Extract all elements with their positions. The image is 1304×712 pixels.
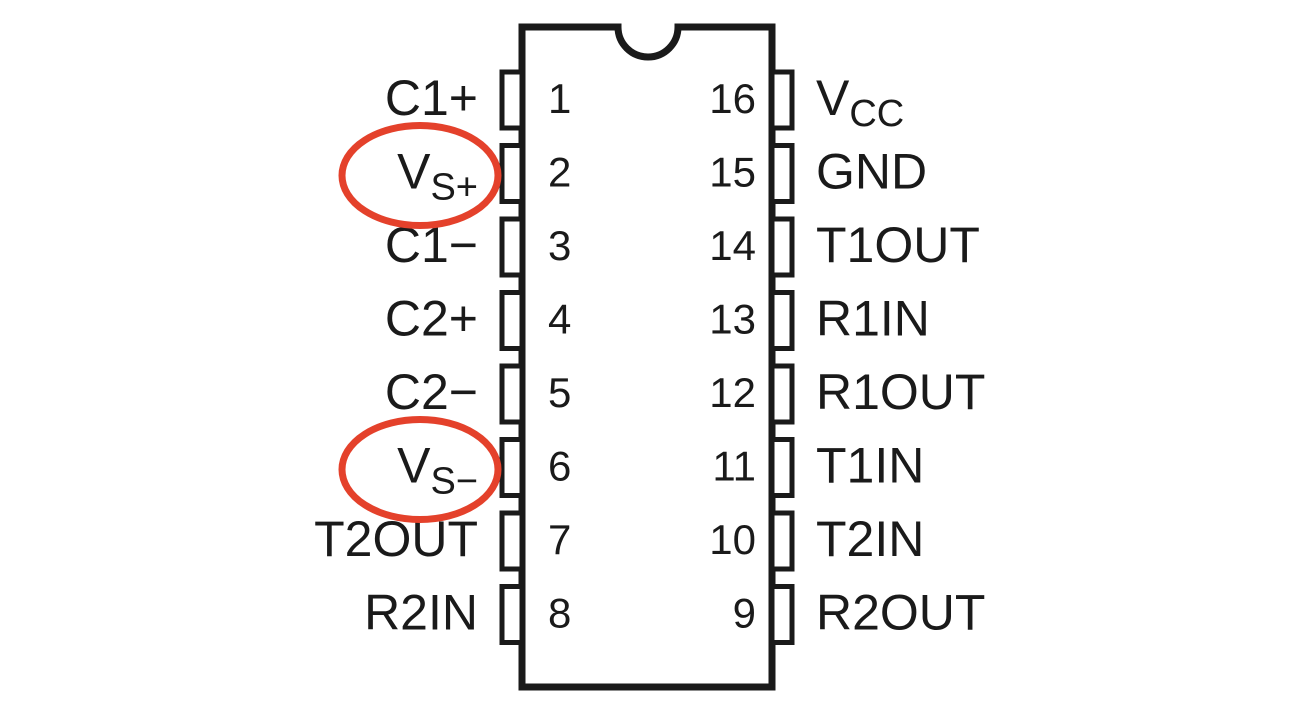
pin-13: 13 R1IN <box>709 290 930 351</box>
right-pin-label-r1out: R1OUT <box>816 364 985 420</box>
pin-label-main: R2IN <box>364 585 478 641</box>
pin-6: 6 VS− <box>397 437 571 503</box>
pin-number: 7 <box>548 516 571 563</box>
pin-label-main: C2− <box>385 364 478 420</box>
pin-number: 5 <box>548 369 571 416</box>
pin-11: 11 T1IN <box>712 437 924 498</box>
pin-number: 1 <box>548 75 571 122</box>
pin-label-main: R1IN <box>816 291 930 347</box>
highlight-ring-pin-6 <box>338 416 502 523</box>
pin-number: 12 <box>709 369 756 416</box>
pin-16: 16 VCC <box>709 69 904 135</box>
pin-lead <box>769 216 795 278</box>
pin-lead <box>499 437 525 498</box>
highlight-annotations <box>338 122 502 523</box>
pin-label-main: C2+ <box>385 291 478 347</box>
pin-9: 9 R2OUT <box>733 584 985 645</box>
ic-package <box>518 23 776 691</box>
pin-label-main: R1OUT <box>816 364 985 420</box>
ic-body-outline <box>518 23 776 691</box>
pin-lead <box>769 584 795 645</box>
pin-label-main: T1IN <box>816 438 924 494</box>
pin-14: 14 T1OUT <box>709 216 980 278</box>
pin-number: 2 <box>548 149 571 196</box>
pin-number: 13 <box>709 296 756 343</box>
pin-number: 10 <box>709 516 756 563</box>
pin-label-main: V <box>816 70 850 126</box>
pin-lead <box>769 510 795 572</box>
pin-8: 8 R2IN <box>364 584 571 645</box>
pin-number: 9 <box>733 590 756 637</box>
pin-1: 1 C1+ <box>385 69 571 131</box>
left-pin-label-c2minus: C2− <box>385 364 478 420</box>
pin-lead <box>499 290 525 351</box>
pin-4: 4 C2+ <box>385 290 571 351</box>
pin-12: 12 R1OUT <box>709 363 985 425</box>
pin-number: 11 <box>712 443 756 490</box>
pin-lead <box>499 216 525 278</box>
pin-lead <box>499 510 525 572</box>
pin-number: 16 <box>709 75 756 122</box>
pin-lead <box>769 437 795 498</box>
pin-label-main: C1+ <box>385 70 478 126</box>
pin-number: 3 <box>548 222 571 269</box>
right-pin-label-vcc: VCC <box>816 70 904 135</box>
pin-lead <box>769 143 795 204</box>
pin-label-main: V <box>397 144 431 200</box>
pin-number: 14 <box>709 222 756 269</box>
pin-lead <box>499 584 525 645</box>
pin-15: 15 GND <box>709 143 927 204</box>
pin-number: 4 <box>548 296 571 343</box>
right-pin-label-r1in: R1IN <box>816 291 930 347</box>
pin-lead <box>769 363 795 425</box>
pin-number: 8 <box>548 590 571 637</box>
left-pin-label-c1plus: C1+ <box>385 70 478 126</box>
right-pin-column: 16 VCC 15 GND 14 T1OUT 13 R1IN 12 R1OUT 11 T1IN 10 T2… <box>709 69 985 645</box>
pin-label-subscript: S− <box>430 461 478 503</box>
highlight-ring-pin-2 <box>338 122 502 229</box>
pin-label-main: R2OUT <box>816 585 985 641</box>
pin-label-main: T1OUT <box>816 217 980 273</box>
pin-label-subscript: S+ <box>430 167 478 209</box>
pin-10: 10 T2IN <box>709 510 924 572</box>
pin-lead <box>499 143 525 204</box>
pin-5: 5 C2− <box>385 363 571 425</box>
pin-label-main: V <box>397 438 431 494</box>
right-pin-label-t2in: T2IN <box>816 511 924 567</box>
left-pin-label-c2plus: C2+ <box>385 291 478 347</box>
pin-label-subscript: CC <box>849 93 904 135</box>
pin-lead <box>499 363 525 425</box>
pin-label-main: GND <box>816 144 927 200</box>
pin-lead <box>769 69 795 131</box>
pin-label-main: T2IN <box>816 511 924 567</box>
pin-lead <box>499 69 525 131</box>
right-pin-label-t1out: T1OUT <box>816 217 980 273</box>
right-pin-label-gnd: GND <box>816 144 927 200</box>
pin-number: 6 <box>548 443 571 490</box>
left-pin-label-vsplus: VS+ <box>397 144 478 209</box>
left-pin-label-r2in: R2IN <box>364 585 478 641</box>
right-pin-label-t1in: T1IN <box>816 438 924 494</box>
pin-number: 15 <box>709 149 756 196</box>
right-pin-label-r2out: R2OUT <box>816 585 985 641</box>
left-pin-label-vsminus: VS− <box>397 438 478 503</box>
pin-lead <box>769 290 795 351</box>
pin-2: 2 VS+ <box>397 143 571 209</box>
